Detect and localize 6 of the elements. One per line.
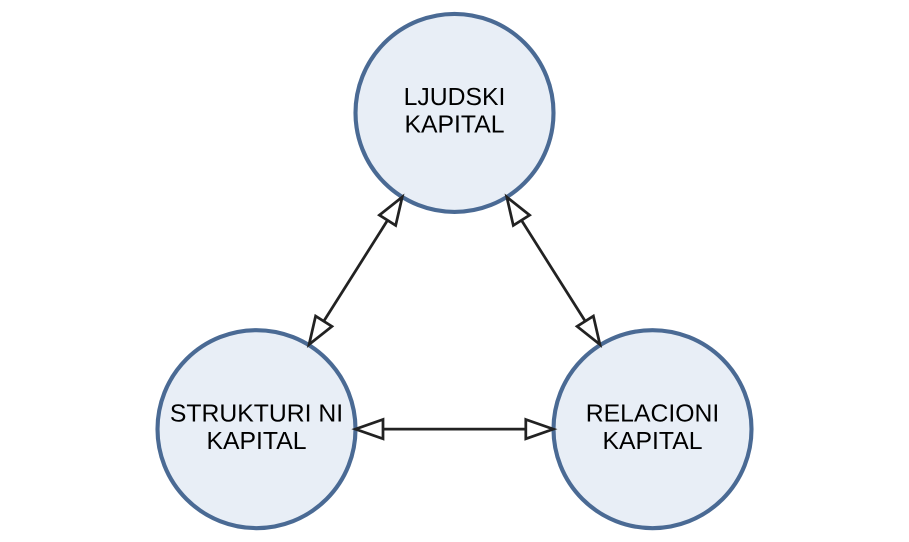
node-circle: LJUDSKI KAPITAL bbox=[353, 12, 556, 214]
node-circle: RELACIONI KAPITAL bbox=[551, 328, 754, 530]
node-circle: STRUKTURI NI KAPITAL bbox=[155, 328, 358, 530]
arrow bbox=[504, 194, 602, 348]
arrow bbox=[351, 418, 558, 441]
arrow bbox=[306, 194, 404, 348]
